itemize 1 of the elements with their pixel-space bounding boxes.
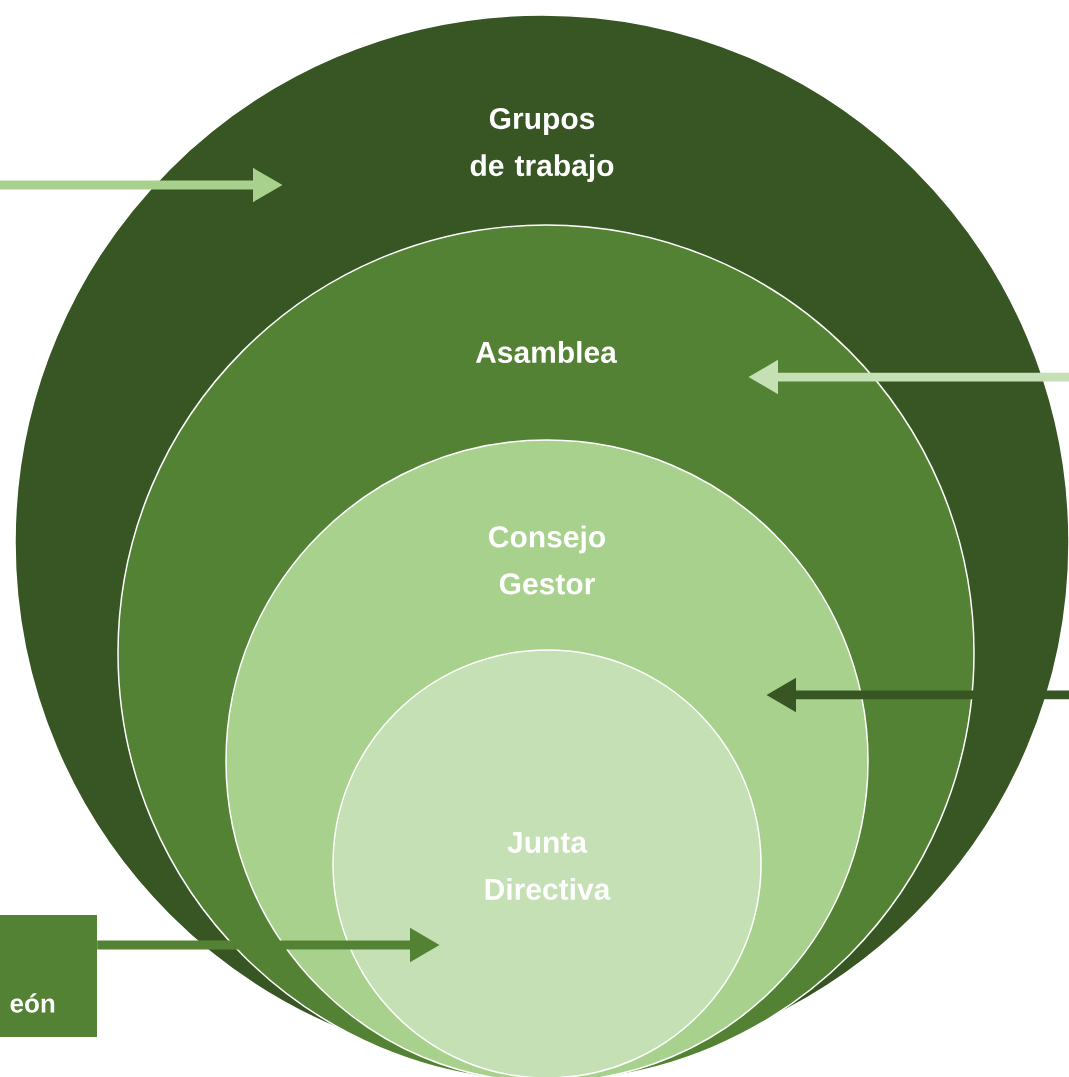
label-box: eón: [0, 915, 97, 1037]
